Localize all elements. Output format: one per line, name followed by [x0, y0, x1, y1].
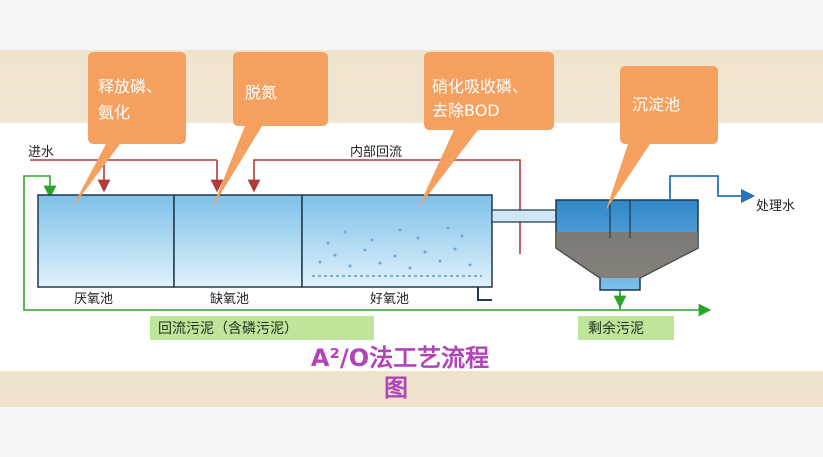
drain-pipe — [477, 287, 492, 301]
tank-aerobic — [301, 194, 493, 288]
diagram-title-line1: A²/O法工艺流程 — [311, 344, 489, 372]
outflow-arrow — [669, 175, 756, 204]
tank-anoxic — [173, 194, 303, 288]
tank3-label: 好氧池 — [370, 292, 409, 307]
internal-reflux-label: 内部回流 — [350, 144, 402, 160]
callout-3-line2: 去除BOD — [432, 101, 500, 120]
callout-1-line1: 释放磷、 — [98, 77, 162, 96]
callout-denitrification: 脱氮 — [212, 52, 328, 208]
callout-clarifier: 沉淀池 — [606, 66, 718, 210]
tank-anaerobic — [37, 194, 175, 288]
callout-4-line1: 沉淀池 — [632, 95, 680, 114]
callout-nitrification: 硝化吸收磷、 去除BOD — [418, 52, 554, 208]
callout-2-line1: 脱氮 — [245, 83, 277, 102]
connecting-pipe — [491, 209, 557, 223]
callout-release-phosphorus: 释放磷、 氨化 — [72, 52, 186, 208]
outflow-label: 处理水 — [756, 199, 795, 214]
return-sludge-box — [150, 316, 374, 340]
callout-3-line1: 硝化吸收磷、 — [432, 77, 528, 96]
tank2-label: 缺氧池 — [210, 292, 249, 307]
diagram-title-line2: 图 — [384, 374, 408, 402]
tank1-label: 厌氧池 — [74, 292, 113, 307]
excess-sludge-box — [578, 316, 674, 340]
return-sludge-line — [23, 175, 712, 317]
inflow-label: 进水 — [28, 145, 54, 160]
callout-1-line2: 氨化 — [98, 103, 130, 122]
return-sludge-label: 回流污泥（含磷污泥） — [158, 321, 298, 337]
excess-sludge-label: 剩余污泥 — [588, 320, 644, 337]
clarifier — [555, 199, 699, 291]
